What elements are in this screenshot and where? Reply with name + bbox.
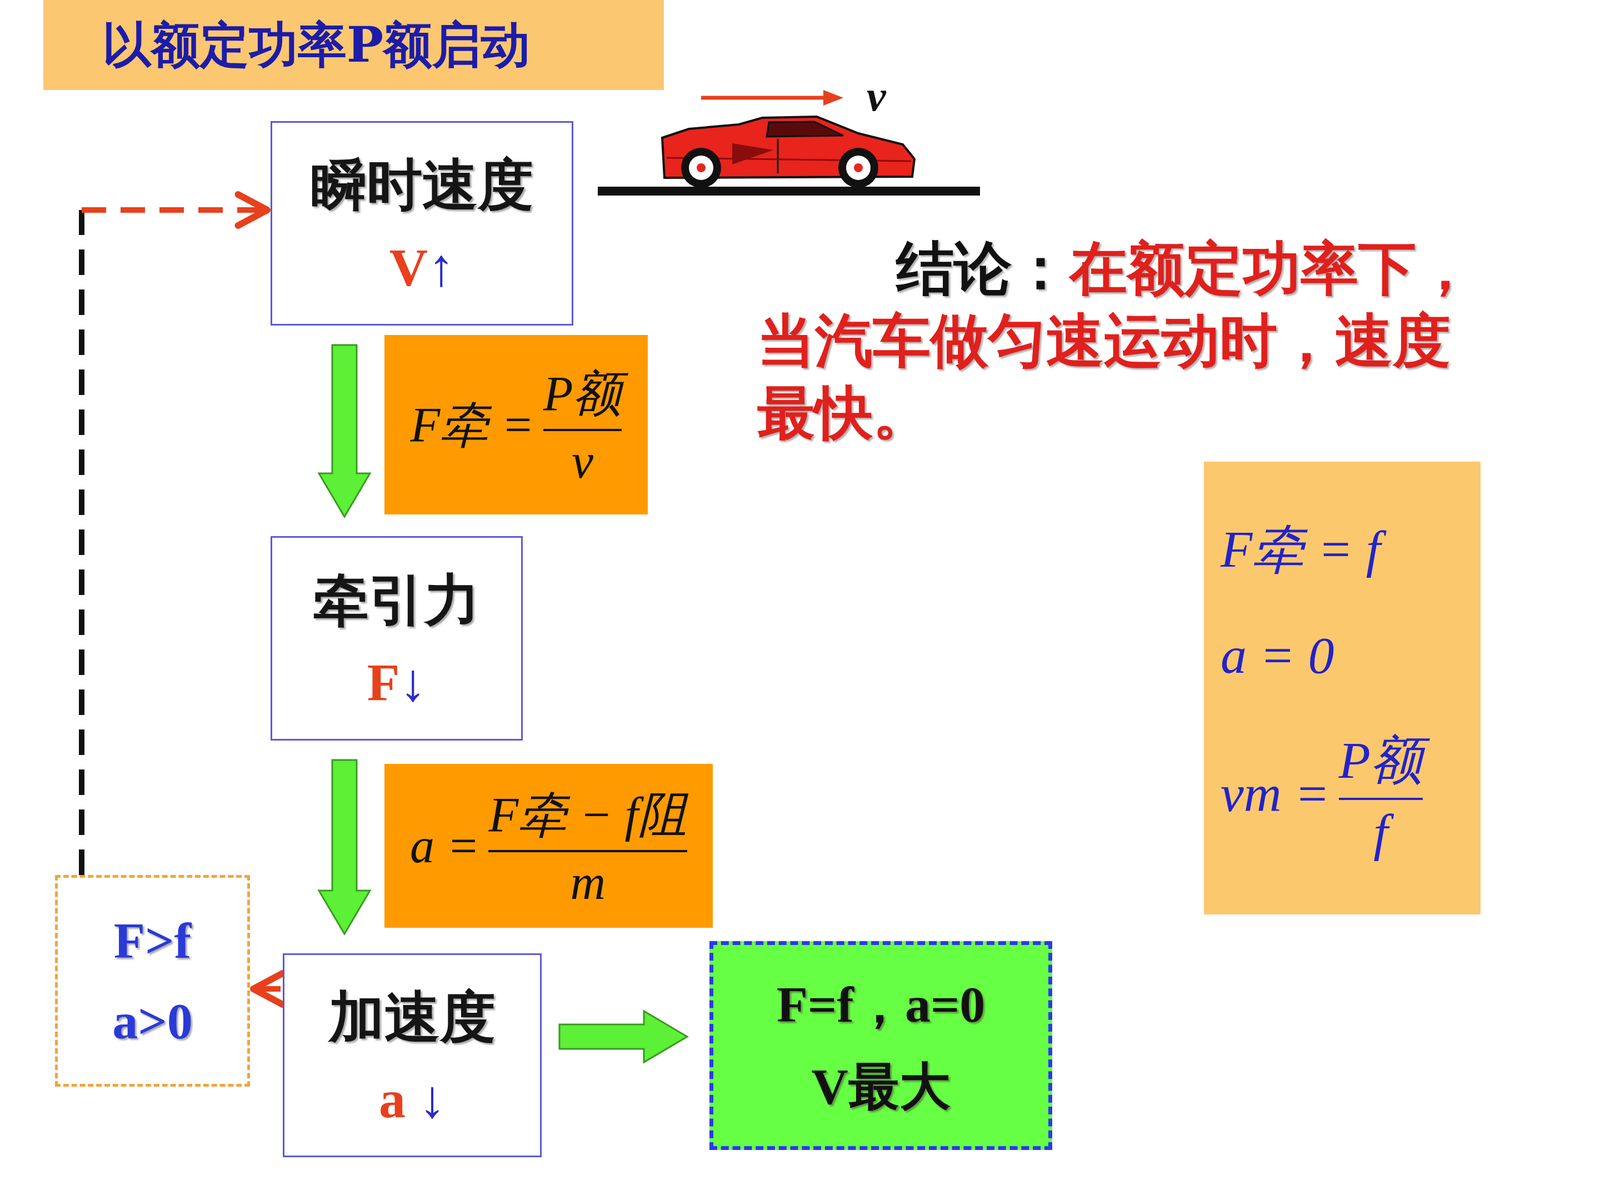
text-row: F>f xyxy=(113,911,192,970)
fraction: P额f xyxy=(1338,725,1423,863)
conclusion: 结论：在额定功率下，当汽车做匀速运动时，速度最快。 xyxy=(757,232,1502,449)
condition-box: F>f a>0 xyxy=(55,875,250,1087)
node-text: a = xyxy=(410,817,480,874)
conclusion-text: 结论： xyxy=(896,234,1070,303)
block-arrow xyxy=(318,345,370,517)
fraction-bar xyxy=(1338,797,1423,800)
fraction-bar xyxy=(543,428,623,432)
dashed-line xyxy=(253,986,281,992)
text-row: F牵 = f xyxy=(1220,513,1381,585)
quantity-box: 加速度 a ↓ xyxy=(282,953,542,1158)
block-arrow xyxy=(559,1011,688,1063)
text-row: a>0 xyxy=(112,991,193,1051)
node-text: a = 0 xyxy=(1220,625,1334,685)
node-text: a>0 xyxy=(112,991,193,1051)
dashed-line xyxy=(81,207,268,213)
summary-box: F牵 = f a = 0 vm =P额f xyxy=(1203,461,1481,915)
fraction: P额 v xyxy=(543,360,623,490)
node-text: 瞬时速度 xyxy=(311,148,534,224)
node-text: F牵 = f xyxy=(1220,513,1381,585)
node-text: 加速度 xyxy=(328,980,496,1056)
node-text: V↑ xyxy=(389,236,455,299)
node-text: P额 xyxy=(1338,725,1423,796)
text-row: V最大 xyxy=(811,1052,950,1122)
flow-arrow xyxy=(559,1011,688,1063)
node-text: F>f xyxy=(113,911,192,970)
quantity-box: 瞬时速度 V↑ xyxy=(270,121,574,326)
node-text: F牵 − f阻 xyxy=(488,781,688,848)
text-row: 瞬时速度 xyxy=(311,148,534,224)
node-text: m xyxy=(570,854,606,911)
block-arrow xyxy=(318,760,370,934)
node-text: a ↓ xyxy=(378,1068,446,1130)
velocity-label: v xyxy=(866,71,887,122)
conclusion-text: 在额定功率下，当汽车做匀速运动时，速度最快。 xyxy=(757,234,1474,447)
text-row: a = 0 xyxy=(1220,625,1334,685)
title-banner: 以额定功率P额启动 xyxy=(43,0,664,90)
quantity-box: 牵引力 F↓ xyxy=(270,536,523,741)
node-text: P额 xyxy=(543,360,623,427)
text-row: F↓ xyxy=(367,651,427,714)
node-text: v xyxy=(571,433,594,490)
fraction-bar xyxy=(488,850,688,853)
node-text: f xyxy=(1373,802,1388,863)
title: 以额定功率P额启动 xyxy=(102,12,530,79)
node-text: V最大 xyxy=(811,1052,950,1122)
text-row: 加速度 xyxy=(328,980,496,1056)
fraction: F牵 − f阻 m xyxy=(488,781,688,911)
node-text: F=f，a=0 xyxy=(776,970,986,1039)
text-row: F牵 =P额 v xyxy=(410,360,623,490)
text-row: a =F牵 − f阻 m xyxy=(410,781,688,911)
text-row: 牵引力 xyxy=(313,563,480,639)
text-row: a ↓ xyxy=(378,1068,446,1130)
result-box: F=f，a=0V最大 xyxy=(709,941,1053,1150)
car-illustration xyxy=(662,116,915,188)
formula-box: F牵 =P额 v xyxy=(384,335,648,515)
text-row: F=f，a=0 xyxy=(776,970,986,1039)
feedback-arrow xyxy=(253,988,281,990)
flow-arrow xyxy=(318,345,370,517)
flow-arrow xyxy=(318,760,370,934)
node-text: F↓ xyxy=(367,651,427,714)
node-text: vm = xyxy=(1220,763,1330,824)
feedback-arrow xyxy=(81,210,268,875)
formula-box: a =F牵 − f阻 m xyxy=(384,763,713,928)
dashed-line xyxy=(78,210,85,875)
text-row: vm =P额f xyxy=(1220,725,1423,863)
node-text: F牵 = xyxy=(410,391,535,458)
road-line xyxy=(597,186,980,196)
velocity-arrow xyxy=(701,90,844,106)
node-text: 牵引力 xyxy=(313,563,480,639)
text-row: V↑ xyxy=(389,236,455,299)
